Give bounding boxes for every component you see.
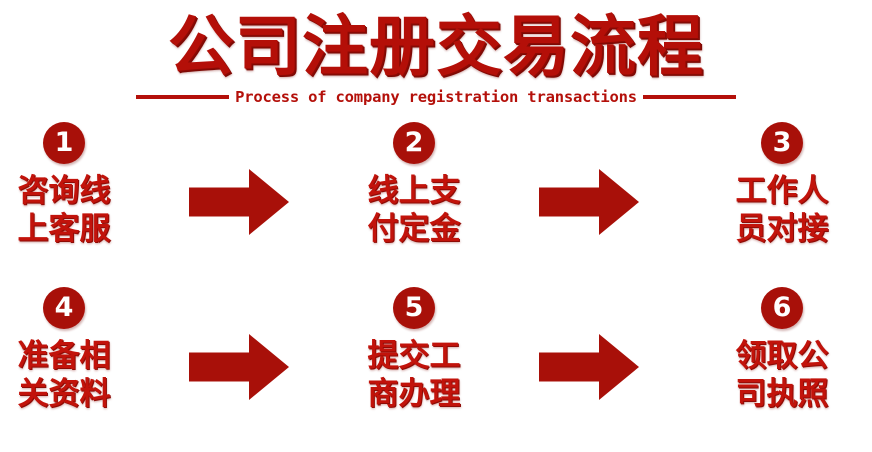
subtitle-rule-right [642, 95, 736, 99]
step-number-badge: 1 [43, 122, 85, 164]
flow-step-4[interactable]: 4 准备相 关资料 [0, 287, 154, 413]
subtitle-rule-left [136, 95, 230, 99]
flow-step-2[interactable]: 2 线上支 付定金 [324, 122, 504, 248]
step-label: 领取公 司执照 [735, 338, 829, 412]
flow-diagram: 1 咨询线 上客服 2 线上支 付定金 3 工作人 员对接 4 准备 [0, 122, 872, 452]
step-number-badge: 6 [761, 287, 803, 329]
step-label: 咨询线 上客服 [17, 173, 111, 247]
poster-header: 公司注册交易流程 Process of company registration… [0, 8, 872, 106]
arrow-right-icon [539, 334, 639, 400]
flow-arrow-3 [154, 287, 324, 447]
flow-step-3[interactable]: 3 工作人 员对接 [692, 122, 872, 248]
step-number-badge: 5 [393, 287, 435, 329]
step-number-badge: 3 [761, 122, 803, 164]
step-label: 提交工 商办理 [367, 338, 461, 412]
flow-step-6[interactable]: 6 领取公 司执照 [692, 287, 872, 413]
flow-step-5[interactable]: 5 提交工 商办理 [324, 287, 504, 413]
step-label: 准备相 关资料 [17, 338, 111, 412]
arrow-right-icon [189, 169, 289, 235]
flow-arrow-1 [154, 122, 324, 282]
step-number-badge: 4 [43, 287, 85, 329]
flow-arrow-4 [504, 287, 674, 447]
page-title: 公司注册交易流程 [168, 8, 704, 85]
step-number-badge: 2 [393, 122, 435, 164]
step-label: 线上支 付定金 [367, 173, 461, 247]
arrow-right-icon [539, 169, 639, 235]
step-label: 工作人 员对接 [735, 173, 829, 247]
arrow-right-icon [189, 334, 289, 400]
flow-row-2: 4 准备相 关资料 5 提交工 商办理 6 领取公 司执照 [0, 287, 872, 452]
page-subtitle: Process of company registration transact… [235, 88, 637, 106]
flow-row-1: 1 咨询线 上客服 2 线上支 付定金 3 工作人 员对接 [0, 122, 872, 287]
flow-arrow-2 [504, 122, 674, 282]
subtitle-row: Process of company registration transact… [0, 88, 872, 106]
flow-step-1[interactable]: 1 咨询线 上客服 [0, 122, 154, 248]
